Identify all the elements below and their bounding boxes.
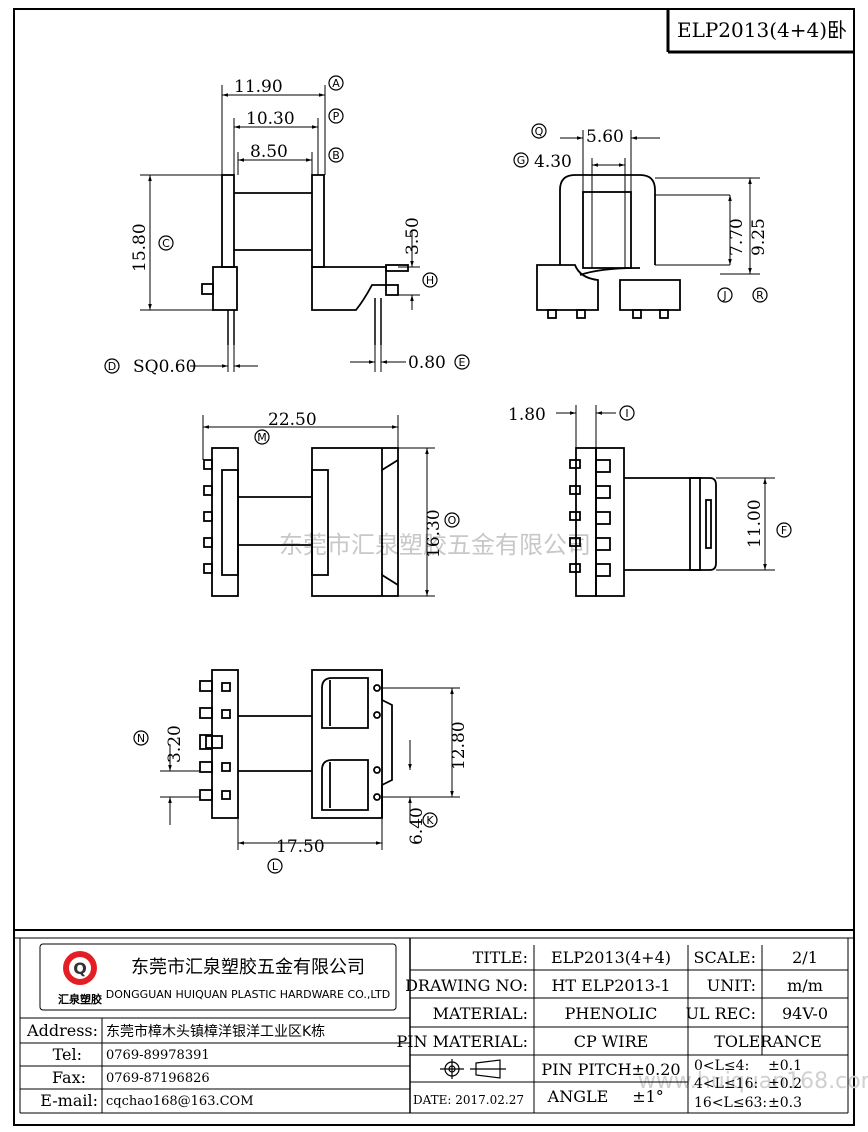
balloon-o: O <box>448 514 457 527</box>
title-value: ELP2013(4+4) <box>551 948 671 967</box>
title-label: TITLE: <box>473 948 528 967</box>
dim-4-30: 4.30 <box>534 152 572 172</box>
projection-symbol-icon <box>440 1059 506 1079</box>
bottom-view-dims <box>160 687 460 850</box>
part-title: ELP2013(4+4)卧 <box>677 18 847 42</box>
material-value: PHENOLIC <box>565 1004 658 1023</box>
front-view <box>201 174 409 345</box>
ul-label: UL REC: <box>685 1004 756 1023</box>
balloon-e: E <box>459 356 466 369</box>
logo-text: 汇泉塑胶 <box>58 992 102 1006</box>
pin-material-label: PIN MATERIAL: <box>396 1032 528 1051</box>
dim-0-80: 0.80 <box>408 353 446 373</box>
company-name-en: DONGGUAN HUIQUAN PLASTIC HARDWARE CO.,LT… <box>106 988 390 1001</box>
dim-sq0-60: SQ0.60 <box>133 357 196 377</box>
front-view-dims <box>140 85 420 372</box>
balloon-m: M <box>257 431 267 444</box>
header-title-box: ELP2013(4+4)卧 <box>666 9 854 54</box>
pin-material-value: CP WIRE <box>574 1032 649 1051</box>
ul-value: 94V-0 <box>782 1004 828 1023</box>
balloon-r: R <box>756 289 764 302</box>
title-block <box>14 929 854 1114</box>
tol-row-2-range: 4<L≤16: <box>694 1076 758 1092</box>
watermark-company: 东莞市汇泉塑胶五金有限公司 <box>279 531 591 559</box>
logo-letter: Q <box>73 959 87 978</box>
balloon-g: G <box>517 154 526 167</box>
tol-row-1-range: 0<L≤4: <box>694 1058 749 1074</box>
dim-16-30: 16.30 <box>424 509 444 558</box>
dim-17-50: 17.50 <box>276 837 325 857</box>
company-logo: Q 汇泉塑胶 <box>58 951 102 1006</box>
balloon-i: I <box>625 407 628 420</box>
top-view <box>203 447 399 597</box>
balloon-j: J <box>722 289 726 302</box>
scale-value: 2/1 <box>792 948 818 967</box>
fax-label: Fax: <box>52 1068 86 1087</box>
side-view-dims <box>560 130 760 275</box>
dim-5-60: 5.60 <box>586 127 624 147</box>
angle-value: ±1° <box>632 1087 664 1106</box>
dim-6-40: 6.40 <box>407 807 427 845</box>
balloon-k: K <box>426 814 434 827</box>
dim-3-20: 3.20 <box>165 725 185 763</box>
drawing-value: HT ELP2013-1 <box>551 976 670 995</box>
dim-9-25: 9.25 <box>749 218 769 256</box>
balloon-q: Q <box>535 125 544 138</box>
dim-1-80: 1.80 <box>508 405 546 425</box>
dim-10-30: 10.30 <box>246 109 295 129</box>
balloon-f: F <box>781 524 787 537</box>
tol-row-2-value: ±0.2 <box>768 1076 802 1092</box>
balloon-h: H <box>426 274 434 287</box>
pin-pitch: PIN PITCH±0.20 <box>541 1060 680 1079</box>
dim-3-50: 3.50 <box>403 217 423 255</box>
tolerance-label: TOLERANCE <box>714 1032 822 1051</box>
drawing-label: DRAWING NO: <box>405 976 528 995</box>
balloons <box>104 75 792 874</box>
balloon-p: P <box>333 110 340 123</box>
end-view-dims <box>556 405 775 571</box>
balloon-c: C <box>162 237 170 250</box>
scale-label: SCALE: <box>694 948 756 967</box>
balloon-n: N <box>137 732 145 745</box>
company-name-cn: 东莞市汇泉塑胶五金有限公司 <box>131 957 365 978</box>
tol-row-1-value: ±0.1 <box>768 1058 802 1074</box>
balloon-b: B <box>332 149 340 162</box>
dim-7-70: 7.70 <box>727 218 747 256</box>
address-value: 东莞市樟木头镇樟洋银洋工业区K栋 <box>106 1023 325 1040</box>
tel-label: Tel: <box>53 1045 82 1064</box>
email-label: E-mail: <box>40 1091 98 1110</box>
fax-value: 0769-87196826 <box>106 1071 210 1086</box>
balloon-l: L <box>272 860 279 873</box>
end-view <box>569 447 717 597</box>
material-label: MATERIAL: <box>433 1004 528 1023</box>
angle-label: ANGLE <box>547 1087 609 1106</box>
dim-11-90: 11.90 <box>234 77 283 97</box>
bottom-view <box>199 669 393 819</box>
dim-15-80: 15.80 <box>130 223 150 272</box>
dim-8-50: 8.50 <box>250 142 288 162</box>
unit-label: UNIT: <box>707 976 756 995</box>
tol-row-3-range: 16<L≤63: <box>694 1095 767 1111</box>
tel-value: 0769-89978391 <box>106 1048 210 1063</box>
email-value: cqchao168@163.COM <box>106 1094 254 1109</box>
address-label: Address: <box>26 1021 98 1040</box>
dim-12-80: 12.80 <box>449 721 469 770</box>
unit-value: m/m <box>787 976 823 995</box>
dim-22-50: 22.50 <box>268 410 317 430</box>
side-view <box>536 174 730 319</box>
top-view-dims <box>202 415 435 597</box>
balloon-d: D <box>108 360 116 373</box>
balloon-labels: A P B C H D E Q G J R M O I F N K L <box>108 77 787 873</box>
tol-row-3-value: ±0.3 <box>768 1095 802 1111</box>
dim-11-00: 11.00 <box>745 499 765 548</box>
balloon-a: A <box>332 77 340 90</box>
drawing-date: DATE: 2017.02.27 <box>413 1093 524 1107</box>
sheet-border <box>13 8 855 1126</box>
